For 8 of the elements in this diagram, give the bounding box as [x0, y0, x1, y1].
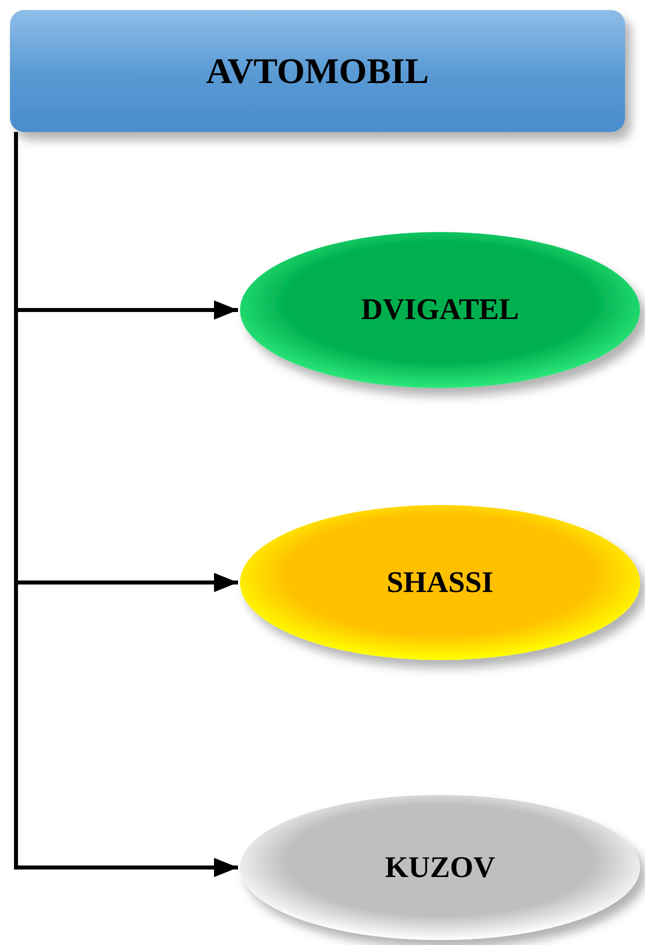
- part-label: SHASSI: [386, 566, 494, 600]
- part-ellipse: [240, 232, 640, 388]
- part-ellipse: [240, 795, 640, 940]
- part-ellipse: [240, 505, 640, 660]
- part-label: DVIGATEL: [361, 293, 519, 327]
- part-label: KUZOV: [384, 850, 495, 884]
- node-label: AVTOMOBIL: [206, 50, 429, 92]
- title-box: [10, 10, 625, 132]
